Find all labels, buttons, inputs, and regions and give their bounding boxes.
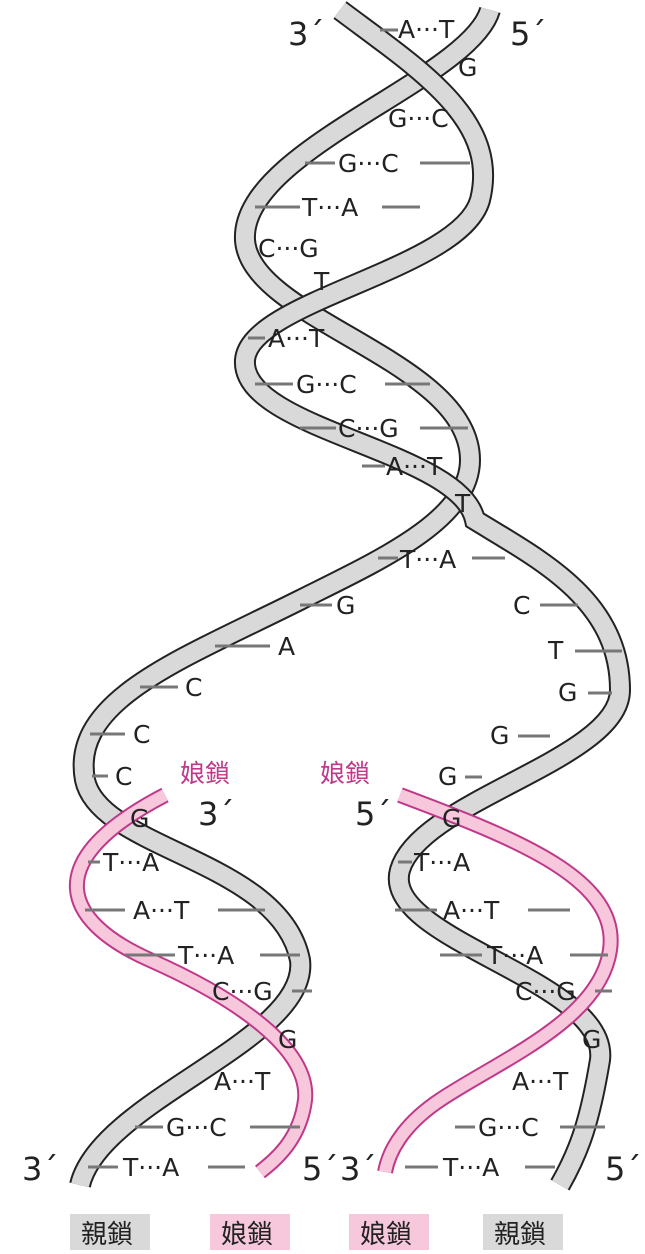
left-unpaired-bases: G A C C C G [90,591,355,833]
base-pair: A···T [268,324,325,353]
base-pair: A···T [386,452,443,481]
base: G [130,804,149,833]
base-pair: T···A [177,941,234,970]
legend-item-parent-right: 親鎖 [483,1214,563,1250]
right-duplex-rungs: T···A A···T T···A C···G G A···T G···C T·… [395,848,612,1182]
base: G [438,762,457,791]
top-helix-rungs: A···T G G···C G···C T···A C···G T A···T … [248,15,505,574]
base: C [513,591,530,620]
base-pair: T···A [102,848,159,877]
base: G [558,678,577,707]
end-label-bottom-1: 3´ [22,1150,58,1188]
base-pair: T···A [122,1153,179,1182]
base: C [115,762,132,791]
svg-text:娘鎖: 娘鎖 [221,1220,273,1250]
base-pair: T···A [301,193,358,222]
base-pair: G···C [296,370,357,399]
end-label-top-left: 3´ [288,15,324,53]
parent-strand-b [234,1,632,1191]
end-label-right-daughter: 5´ [355,795,391,833]
svg-text:娘鎖: 娘鎖 [360,1220,412,1250]
left-duplex-rungs: T···A A···T T···A C···G G A···T G···C T·… [85,848,312,1182]
base-pair: A···T [133,896,190,925]
parent-strand-a [69,5,501,1189]
end-label-bottom-2: 5´ [302,1150,338,1188]
base-pair: T···A [442,1153,499,1182]
legend-item-parent-left: 親鎖 [70,1214,150,1250]
base-pair: T···A [413,848,470,877]
end-label-left-daughter: 3´ [198,795,234,833]
base-pair: G [582,1025,601,1054]
base: T [547,636,564,665]
base: C [185,673,202,702]
end-label-top-right: 5´ [510,15,546,53]
base-pair: A···T [512,1067,569,1096]
legend: 親鎖 娘鎖 娘鎖 親鎖 [70,1214,563,1250]
base: G [336,591,355,620]
base-pair: G [278,1025,297,1054]
base-pair: G···C [478,1113,539,1142]
base-pair: G···C [338,149,399,178]
daughter-label-right: 娘鎖 [320,759,370,788]
base-pair: T [313,267,330,296]
svg-text:親鎖: 親鎖 [494,1220,546,1250]
daughter-strand-right [377,787,619,1174]
base-pair: G···C [388,104,449,133]
base-pair: A···T [398,15,455,44]
legend-item-daughter-left: 娘鎖 [210,1214,290,1250]
svg-text:親鎖: 親鎖 [81,1220,133,1250]
base-pair: T···A [486,941,543,970]
base-pair: C···G [515,977,576,1006]
base-pair: T [454,489,471,518]
base-pair: G [458,53,477,82]
base: C [133,720,150,749]
end-label-bottom-4: 5´ [605,1150,641,1188]
base-pair: A···T [443,896,500,925]
base-pair: G···C [166,1113,227,1142]
base-pair: C···G [212,977,273,1006]
base-pair: A···T [214,1067,271,1096]
base: G [442,804,461,833]
base-pair: C···G [258,234,319,263]
daughter-label-left: 娘鎖 [180,759,230,788]
end-label-bottom-3: 3´ [340,1150,376,1188]
base: G [490,721,509,750]
right-unpaired-bases: C T G G G G [438,591,622,833]
base-pair: T···A [399,545,456,574]
legend-item-daughter-right: 娘鎖 [349,1214,429,1250]
base-pair: C···G [338,414,399,443]
base: A [278,632,295,661]
